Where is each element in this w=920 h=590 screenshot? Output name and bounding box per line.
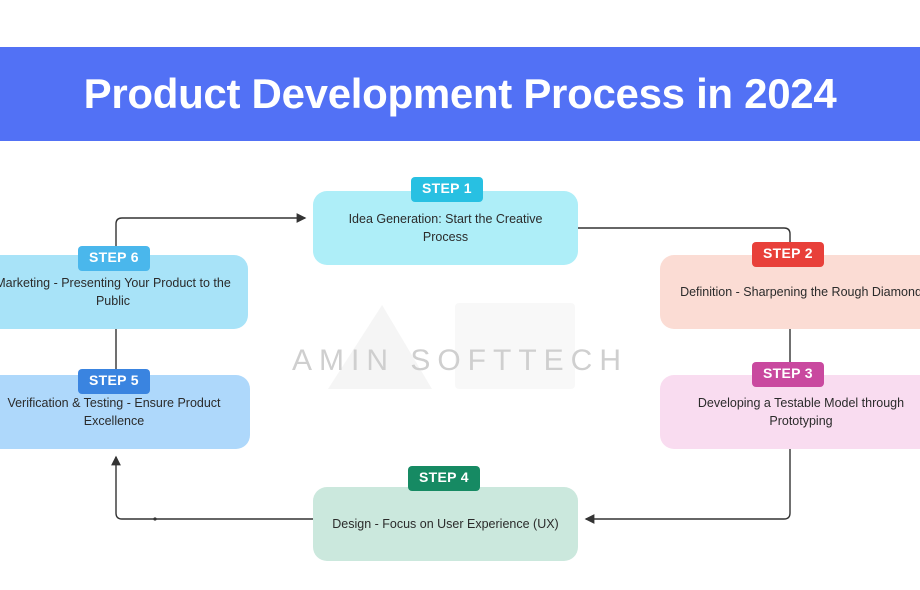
connector-step3-to-step4	[584, 449, 791, 524]
step-box-2[interactable]: Definition - Sharpening the Rough Diamon…	[660, 255, 920, 329]
step-5-badge: STEP 5	[78, 369, 150, 394]
step-6-badge: STEP 6	[78, 246, 150, 271]
connector-step4-to-step5	[111, 455, 313, 520]
step-4-text: Design - Focus on User Experience (UX)	[332, 516, 559, 531]
connector-step6-to-step1	[115, 213, 307, 255]
step-box-1[interactable]: Idea Generation: Start the Creative Proc…	[313, 191, 578, 265]
step-box-3[interactable]: Developing a Testable Model through Prot…	[660, 375, 920, 449]
page-title: Product Development Process in 2024	[83, 70, 837, 117]
connector-waypoint-dot	[153, 517, 157, 521]
step-box-4[interactable]: Design - Focus on User Experience (UX)	[313, 487, 578, 561]
step-6-text: Marketing - Presenting Your Product to t…	[0, 275, 231, 308]
step-1-text: Idea Generation: Start the Creative Proc…	[348, 211, 543, 244]
step-1-badge: STEP 1	[411, 177, 483, 202]
connector-step1-to-step2	[578, 227, 791, 255]
step-2-text: Definition - Sharpening the Rough Diamon…	[680, 284, 920, 299]
step-3-badge: STEP 3	[752, 362, 824, 387]
step-5-text: Verification & Testing - Ensure Product …	[7, 395, 221, 428]
step-4-badge: STEP 4	[408, 466, 480, 491]
page-header: Product Development Process in 2024	[0, 47, 920, 141]
step-3-text: Developing a Testable Model through Prot…	[697, 395, 905, 428]
step-2-badge: STEP 2	[752, 242, 824, 267]
